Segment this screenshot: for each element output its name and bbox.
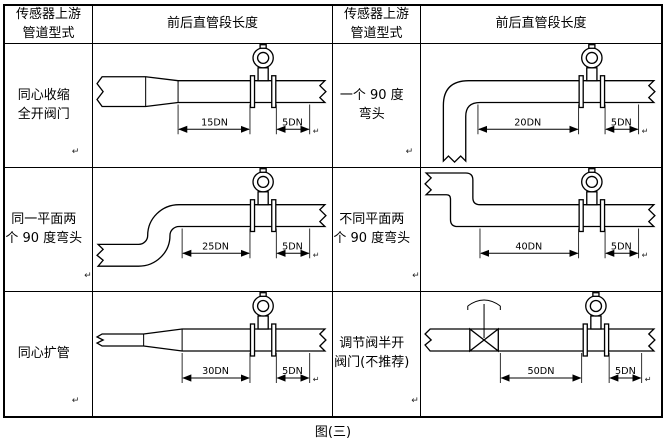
upstream-dim-label: 20DN [514,117,541,128]
dimension-upstream: 20DN [477,104,580,135]
row3-right-label-cell: 调节阀半开 阀门(不推荐) ↵ [333,292,421,416]
diagram-row3-right: 50DN 5DN ↵ [421,292,661,416]
dimension-downstream: 5DN [275,228,311,259]
pipe-s-bend [96,204,327,267]
header-cell-type-right: 传感器上游 管道型式 [333,6,421,44]
dimension-upstream: 50DN [499,353,583,383]
dimension-upstream: 30DN [181,353,251,383]
downstream-dim-label: 5DN [611,241,632,252]
row2-right-label-cell: 不同平面两 个 90 度弯头 ↵ [333,168,421,292]
linebreak-mark: ↵ [642,250,649,259]
diagram-row2-right: 40DN 5DN ↵ [421,168,661,292]
dimension-downstream: 5DN [604,104,640,135]
header-type-label: 传感器上游 管道型式 [343,6,409,41]
pipe-straight [424,328,656,352]
diagram-row2-left: 25DN 5DN ↵ [93,168,333,292]
linebreak-mark: ↵ [313,126,320,135]
pipe-type-label: 不同平面两 个 90 度弯头 [333,211,411,246]
linebreak-mark: ↵ [71,395,80,406]
pipe-type-label: 同心收缩 全开阀门 [17,87,70,122]
pipe-type-label: 一个 90 度 弯头 [339,87,404,122]
diagram-row3-left: 30DN 5DN ↵ [93,292,333,416]
dimension-upstream: 25DN [181,228,251,259]
linebreak-mark: ↵ [313,250,320,259]
linebreak-mark: ↵ [411,395,419,406]
flowmeter-icon [249,292,277,357]
flowmeter-icon [578,44,606,109]
pipe-type-label: 调节阀半开 阀门(不推荐) [334,336,410,370]
downstream-dim-label: 5DN [282,241,303,252]
dimension-downstream: 5DN [275,353,311,383]
upstream-dim-label: 25DN [202,241,229,252]
header-length-label: 前后直管段长度 [166,16,258,32]
header-cell-type-left: 传感器上游 管道型式 [5,6,93,44]
upstream-dim-label: 15DN [201,117,228,128]
header-length-label: 前后直管段长度 [495,16,587,32]
expander-diagram: 30DN 5DN ↵ [95,292,327,384]
linebreak-mark: ↵ [412,270,420,281]
dimension-upstream: 40DN [479,228,580,259]
header-type-label: 传感器上游 管道型式 [15,6,81,41]
dimension-downstream: 5DN [608,353,643,383]
dimension-upstream: 15DN [177,104,251,135]
valve-icon [467,299,501,353]
figure-caption: 图(三) [314,425,352,440]
row2-left-label-cell: 同一平面两 个 90 度弯头 ↵ [5,168,93,292]
row3-left-label-cell: 同心扩管 ↵ [5,292,93,416]
flowmeter-icon [578,168,606,233]
half-open-valve-diagram: 50DN 5DN ↵ [424,292,656,384]
dimension-downstream: 5DN [275,104,311,135]
pipe-from-top [424,172,656,228]
upstream-dim-label: 30DN [202,366,229,377]
linebreak-mark: ↵ [642,126,649,135]
diagram-row1-left: 15DN 5DN ↵ [93,44,333,168]
header-cell-length-left: 前后直管段长度 [93,6,333,44]
flowmeter-icon [249,44,277,109]
double-elbow-diff-plane-diagram: 40DN 5DN ↵ [424,168,656,259]
downstream-dim-label: 5DN [611,117,632,128]
row1-left-label-cell: 同心收缩 全开阀门 ↵ [5,44,93,168]
flowmeter-icon [249,168,277,233]
downstream-dim-label: 5DN [615,366,636,377]
linebreak-mark: ↵ [645,375,652,384]
downstream-dim-label: 5DN [282,366,303,377]
pipe-type-label: 同一平面两 个 90 度弯头 [5,211,83,246]
pipe-with-reducer [96,76,327,108]
linebreak-mark: ↵ [84,270,92,281]
pipe-type-label: 同心扩管 [17,345,70,361]
row1-right-label-cell: 一个 90 度 弯头 ↵ [333,44,421,168]
double-elbow-same-plane-diagram: 25DN 5DN ↵ [96,168,327,267]
header-cell-length-right: 前后直管段长度 [421,6,661,44]
pipe-with-expander [95,328,327,352]
downstream-dim-label: 5DN [282,117,303,128]
diagram-row1-right: 20DN 5DN ↵ [421,44,661,168]
linebreak-mark: ↵ [313,375,320,384]
flowmeter-icon [582,292,610,357]
linebreak-mark: ↵ [71,146,80,157]
pipe-requirements-table: 传感器上游 管道型式 前后直管段长度 传感器上游 管道型式 前后直管段长度 同心… [3,4,663,418]
linebreak-mark: ↵ [405,146,414,157]
single-elbow-diagram: 20DN 5DN ↵ [442,44,656,163]
upstream-dim-label: 40DN [515,241,542,252]
reducer-diagram: 15DN 5DN ↵ [96,44,327,135]
upstream-dim-label: 50DN [528,366,555,377]
dimension-downstream: 5DN [604,228,640,259]
